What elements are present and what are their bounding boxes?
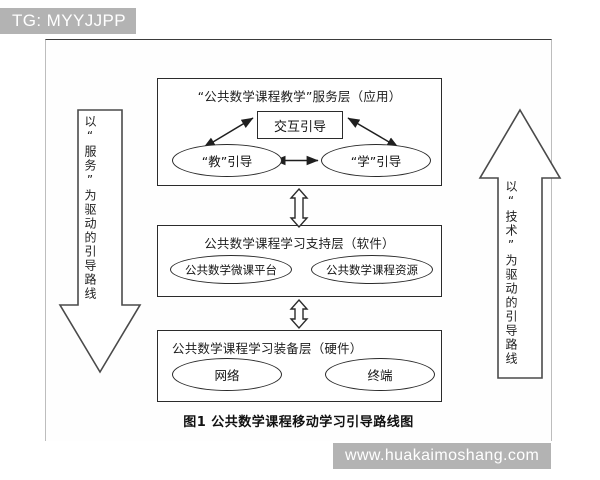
layer-title-application: “公共数学课程教学”服务层（应用） [197, 89, 402, 104]
node-teach-guide[interactable]: “教”引导 [172, 144, 282, 177]
node-learn-guide[interactable]: “学”引导 [321, 144, 431, 177]
node-network[interactable]: 网络 [172, 358, 282, 391]
route-arrow-label-technology-driven: 以“技术”为驱动的引导路线 [504, 180, 518, 366]
figure-caption: 图1 公共数学课程移动学习引导路线图 [183, 415, 414, 430]
site-url-watermark: www.huakaimoshang.com [333, 443, 552, 469]
layer-title-software: 公共数学课程学习支持层（软件） [204, 236, 395, 251]
node-course-resources[interactable]: 公共数学课程资源 [311, 255, 433, 284]
node-terminal[interactable]: 终端 [325, 358, 435, 391]
node-micro-course-platform[interactable]: 公共数学微课平台 [170, 255, 292, 284]
node-interactive-guide[interactable]: 交互引导 [257, 111, 343, 139]
route-arrow-label-service-driven: 以“服务”为驱动的引导路线 [83, 115, 97, 301]
telegram-tag-watermark: TG: MYYJJPP [0, 8, 136, 34]
layer-title-hardware: 公共数学课程学习装备层（硬件） [172, 341, 363, 356]
